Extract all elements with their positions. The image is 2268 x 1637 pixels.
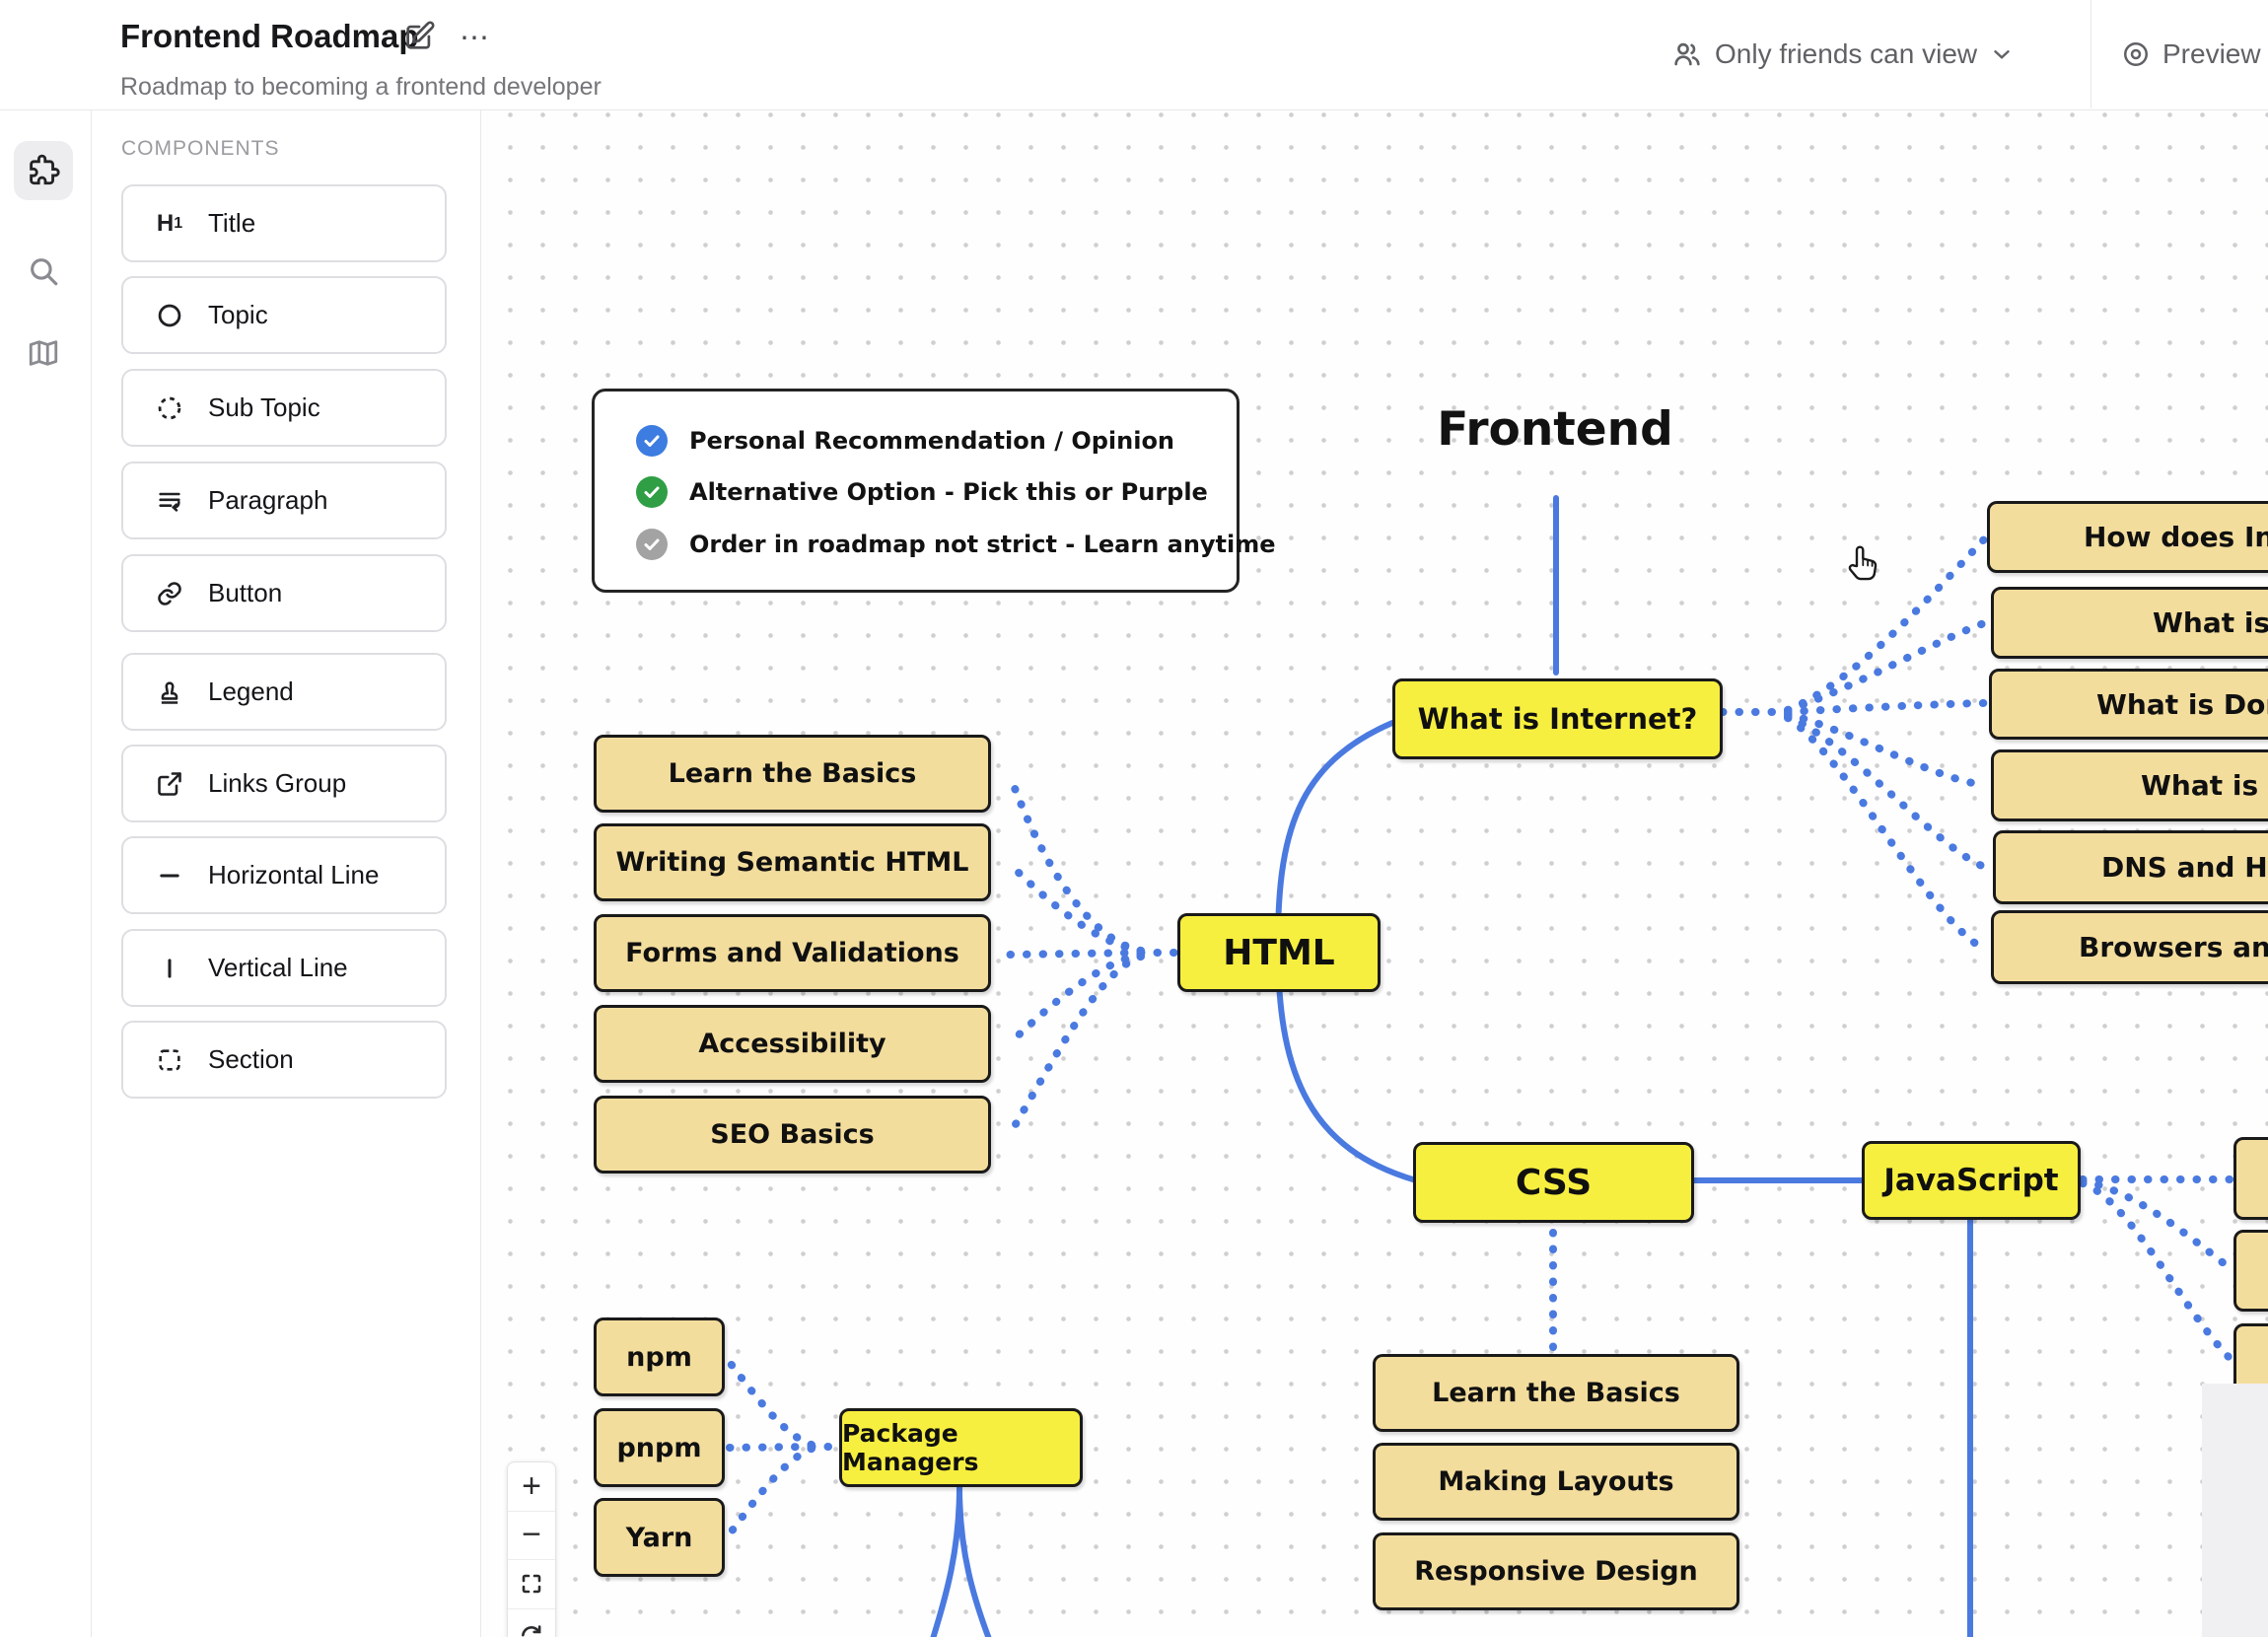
- component-item-horizontal-line[interactable]: Horizontal Line: [121, 836, 447, 914]
- component-item-vertical-line[interactable]: Vertical Line: [121, 929, 447, 1007]
- edit-pencil-icon: [406, 21, 435, 49]
- topic-node-javascript[interactable]: JavaScript: [1862, 1141, 2081, 1220]
- check-circle-blue-icon: [636, 425, 668, 458]
- circle-icon: [155, 302, 184, 329]
- subtopic-node-how-does-internet-work[interactable]: How does Inte: [1987, 501, 2268, 573]
- roadmap-subtitle: Roadmap to becoming a frontend developer: [120, 73, 602, 101]
- component-item-label: Button: [208, 578, 283, 607]
- component-item-label: Horizontal Line: [208, 860, 380, 890]
- component-item-sub-topic[interactable]: Sub Topic: [121, 369, 447, 447]
- component-item-legend[interactable]: Legend: [121, 653, 447, 731]
- component-item-button[interactable]: Button: [121, 554, 447, 632]
- search-icon: [31, 258, 58, 286]
- section-block[interactable]: [2202, 1384, 2268, 1637]
- legend-text: Alternative Option - Pick this or Purple: [689, 478, 1208, 507]
- check-circle-gray-icon: [636, 528, 668, 560]
- link-icon: [155, 580, 184, 607]
- component-item-label: Title: [208, 208, 256, 238]
- top-bar: Frontend Roadmap ⋯ Roadmap to becoming a…: [0, 0, 2268, 110]
- subtopic-node-js-child-1[interactable]: [2233, 1137, 2268, 1220]
- component-item-label: Paragraph: [208, 485, 328, 515]
- component-item-label: Links Group: [208, 768, 347, 798]
- subtopic-node-learn-the-basics-html[interactable]: Learn the Basics: [594, 735, 991, 813]
- subtopic-node-writing-semantic-html[interactable]: Writing Semantic HTML: [594, 823, 991, 901]
- subtopic-node-what-is-hosting[interactable]: What is Ho: [1991, 749, 2268, 821]
- component-item-section[interactable]: Section: [121, 1021, 447, 1099]
- puzzle-icon: [30, 154, 60, 185]
- hand-cursor-icon: [1848, 545, 1878, 581]
- edit-title-button[interactable]: [402, 20, 440, 57]
- more-options-button[interactable]: ⋯: [460, 21, 491, 54]
- visibility-label: Only friends can view: [1715, 38, 1978, 69]
- component-item-paragraph[interactable]: Paragraph: [121, 462, 447, 539]
- component-item-label: Section: [208, 1044, 294, 1074]
- subtopic-node-accessibility[interactable]: Accessibility: [594, 1005, 991, 1083]
- preview-label: Preview: [2162, 38, 2261, 69]
- subtopic-node-what-is-http[interactable]: What is H: [1991, 587, 2268, 659]
- check-circle-green-icon: [636, 476, 668, 509]
- subtopic-node-js-child-2[interactable]: [2233, 1230, 2268, 1312]
- paragraph-icon: [155, 487, 184, 515]
- legend-text: Order in roadmap not strict - Learn anyt…: [689, 530, 1276, 558]
- component-item-links-group[interactable]: Links Group: [121, 745, 447, 822]
- subtopic-node-making-layouts[interactable]: Making Layouts: [1373, 1443, 1739, 1521]
- roadmap-section-title: Frontend: [1437, 402, 1673, 457]
- users-icon: [1674, 42, 1700, 66]
- dashed-circle-icon: [155, 394, 184, 422]
- component-item-label: Vertical Line: [208, 953, 348, 982]
- zoom-out-button[interactable]: −: [508, 1512, 555, 1560]
- topic-node-css[interactable]: CSS: [1413, 1142, 1694, 1223]
- subtopic-node-pnpm[interactable]: pnpm: [594, 1408, 725, 1487]
- legend-row: Personal Recommendation / Opinion: [636, 425, 1237, 458]
- subtopic-node-dns-and-how-it-works[interactable]: DNS and How: [1993, 830, 2268, 904]
- fit-view-button[interactable]: [508, 1560, 555, 1609]
- fullscreen-icon: [522, 1574, 541, 1594]
- map-icon: [29, 340, 58, 366]
- legend-box[interactable]: Personal Recommendation / Opinion Altern…: [592, 389, 1276, 593]
- left-rail: [0, 0, 92, 1637]
- legend-row: Alternative Option - Pick this or Purple: [636, 476, 1237, 509]
- components-header: COMPONENTS: [121, 137, 280, 160]
- legend-text: Personal Recommendation / Opinion: [689, 427, 1175, 456]
- subtopic-node-browsers-and-how-they-work[interactable]: Browsers and Ho: [1991, 910, 2268, 984]
- component-item-label: Legend: [208, 676, 294, 706]
- subtopic-node-npm[interactable]: npm: [594, 1317, 725, 1396]
- undo-arrow-icon: [522, 1624, 541, 1637]
- zoom-toolbar: + −: [507, 1461, 556, 1637]
- rail-search-tab[interactable]: [14, 242, 73, 301]
- zoom-in-button[interactable]: +: [508, 1462, 555, 1512]
- rail-components-tab[interactable]: [14, 141, 73, 200]
- stamp-icon: [155, 678, 184, 706]
- rail-map-tab[interactable]: [14, 323, 73, 383]
- undo-button[interactable]: [508, 1609, 555, 1637]
- topic-node-package-managers[interactable]: Package Managers: [839, 1408, 1083, 1487]
- dashed-square-icon: [155, 1046, 184, 1074]
- component-item-label: Topic: [208, 300, 268, 329]
- subtopic-node-what-is-domain[interactable]: What is Doma: [1989, 669, 2268, 740]
- component-item-label: Sub Topic: [208, 392, 320, 422]
- preview-button[interactable]: Preview: [2091, 0, 2268, 108]
- subtopic-node-yarn[interactable]: Yarn: [594, 1498, 725, 1577]
- vertical-line-icon: [155, 955, 184, 982]
- visibility-dropdown[interactable]: Only friends can view: [1671, 30, 2015, 79]
- external-link-icon: [155, 770, 184, 798]
- subtopic-node-responsive-design[interactable]: Responsive Design: [1373, 1532, 1739, 1610]
- roadmap-title: Frontend Roadmap: [120, 18, 419, 54]
- chevron-down-icon: [1994, 50, 2010, 59]
- subtopic-node-seo-basics[interactable]: SEO Basics: [594, 1096, 991, 1174]
- subtopic-node-learn-the-basics-css[interactable]: Learn the Basics: [1373, 1354, 1739, 1432]
- topic-node-html[interactable]: HTML: [1177, 913, 1381, 992]
- subtopic-node-forms-and-validations[interactable]: Forms and Validations: [594, 914, 991, 992]
- component-item-topic[interactable]: Topic: [121, 276, 447, 354]
- legend-row: Order in roadmap not strict - Learn anyt…: [636, 528, 1276, 560]
- topic-node-what-is-internet[interactable]: What is Internet?: [1392, 678, 1723, 759]
- preview-eye-icon: [2123, 41, 2149, 67]
- horizontal-line-icon: [155, 862, 184, 890]
